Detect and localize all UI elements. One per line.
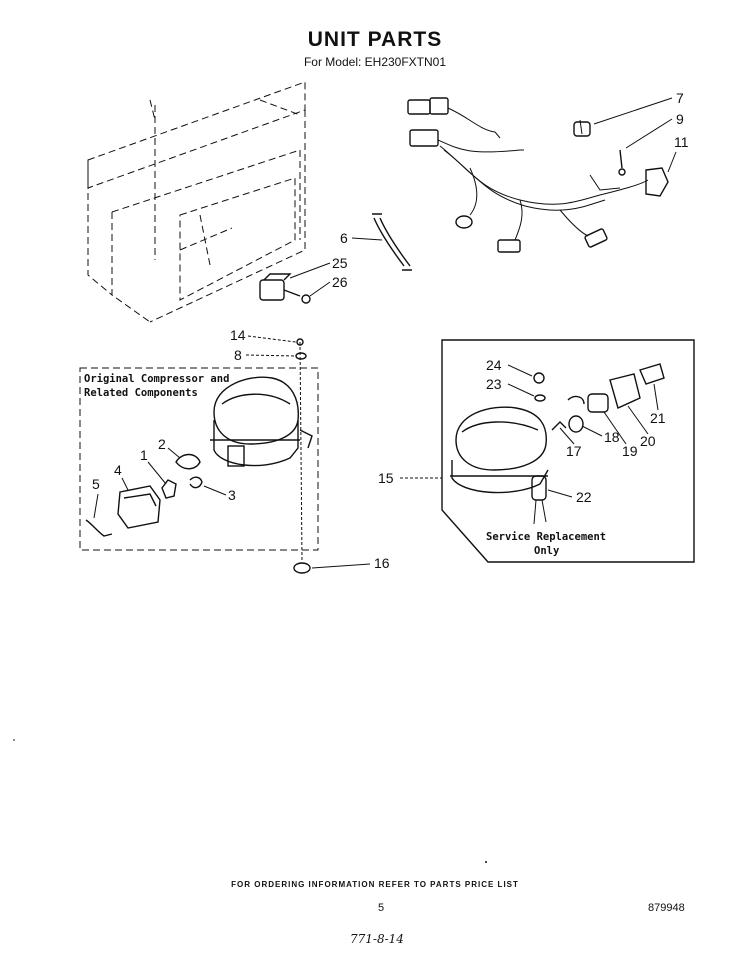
heater-tube-part xyxy=(372,213,412,271)
service-compressor-part xyxy=(450,406,549,494)
callout-4: 4 xyxy=(114,462,122,478)
callout-22: 22 xyxy=(576,489,592,505)
nut-part xyxy=(533,372,545,384)
leader-1 xyxy=(147,461,167,485)
original-compressor-box xyxy=(79,367,319,551)
callout-19: 19 xyxy=(622,443,638,459)
cover-clip-part xyxy=(189,476,203,489)
callout-17: 17 xyxy=(566,443,582,459)
callout-24: 24 xyxy=(486,357,502,373)
callout-5: 5 xyxy=(92,476,100,492)
callout-2: 2 xyxy=(158,436,166,452)
callout-14: 14 xyxy=(230,327,246,343)
ordering-note: FOR ORDERING INFORMATION REFER TO PARTS … xyxy=(231,880,519,889)
callout-18: 18 xyxy=(604,429,620,445)
lock-washer-part xyxy=(534,394,546,402)
leader-6 xyxy=(351,237,383,241)
page-number: 5 xyxy=(378,902,385,914)
original-box-label-line1: Original Compressor and xyxy=(84,373,229,385)
original-compressor-part xyxy=(210,376,313,467)
leader-24 xyxy=(507,364,533,377)
relay-part xyxy=(117,485,161,529)
grommet-part xyxy=(293,562,311,574)
leader-7 xyxy=(593,97,673,125)
scan-speck xyxy=(485,861,487,863)
callout-3: 3 xyxy=(228,487,236,503)
leader-20 xyxy=(627,405,649,435)
capacitor-part xyxy=(531,475,547,525)
callout-23: 23 xyxy=(486,376,502,392)
leader-19 xyxy=(603,411,627,445)
leader-22 xyxy=(547,489,573,498)
callout-8: 8 xyxy=(234,347,242,363)
leader-18 xyxy=(581,425,603,437)
callout-1: 1 xyxy=(140,447,148,463)
callout-21: 21 xyxy=(650,410,666,426)
handwritten-note: 771-8-14 xyxy=(350,932,404,946)
washer-part xyxy=(295,352,307,360)
leader-8 xyxy=(245,354,297,357)
leader-23 xyxy=(507,383,535,397)
leader-5 xyxy=(93,493,99,519)
leader-2 xyxy=(167,447,181,459)
wiring-harness-part xyxy=(407,97,669,253)
protector-part xyxy=(161,479,177,499)
leader-17 xyxy=(559,427,575,445)
service-box-label-line1: Service Replacement xyxy=(486,531,606,543)
leader-16 xyxy=(311,563,371,569)
leader-26 xyxy=(309,281,331,297)
spring-clip-part xyxy=(567,395,585,405)
callout-9: 9 xyxy=(676,111,684,127)
leader-9 xyxy=(625,118,673,149)
callout-15: 15 xyxy=(378,470,394,486)
service-box-label-line2: Only xyxy=(534,545,560,557)
service-replacement-box xyxy=(441,339,695,563)
mount-axis-line xyxy=(299,341,303,561)
scan-speck xyxy=(13,739,15,741)
leader-14 xyxy=(247,335,297,343)
start-relay-part xyxy=(587,393,609,413)
terminal-part xyxy=(551,421,567,431)
leader-3 xyxy=(203,485,227,496)
leader-11 xyxy=(667,151,677,173)
freezer-cabinet-outline xyxy=(87,81,306,323)
overload-protector-part xyxy=(568,415,584,433)
callout-6: 6 xyxy=(340,230,348,246)
screw-part xyxy=(296,338,304,346)
leader-4 xyxy=(121,477,129,491)
lamp-connector-part xyxy=(618,149,626,176)
callout-7: 7 xyxy=(676,90,684,106)
relay-cover-part xyxy=(609,373,641,409)
original-box-label-line2: Related Components xyxy=(84,387,198,399)
document-number: 879948 xyxy=(648,902,685,914)
leader-25 xyxy=(289,262,331,279)
overload-clip-part xyxy=(175,453,201,470)
callout-11: 11 xyxy=(674,134,689,150)
callout-20: 20 xyxy=(640,433,656,449)
bracket-part xyxy=(639,363,665,385)
model-subtitle: For Model: EH230FXTN01 xyxy=(303,55,447,69)
callout-16: 16 xyxy=(374,555,390,571)
relay-cord-part xyxy=(85,519,113,537)
callout-25: 25 xyxy=(332,255,348,271)
control-module-part xyxy=(259,273,311,304)
page-title: UNIT PARTS xyxy=(307,28,443,51)
leader-21 xyxy=(653,383,659,411)
callout-26: 26 xyxy=(332,274,348,290)
